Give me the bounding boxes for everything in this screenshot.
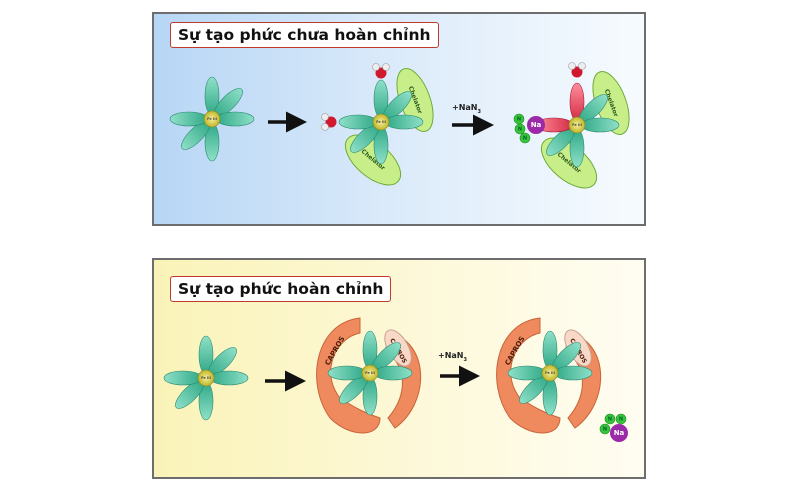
hydrogen-atom [568,62,576,70]
reagent-label: +NaN3 [438,351,468,363]
nitrogen-label: N [523,136,527,142]
nitrogen-atom [615,413,627,425]
sodium-atom [610,424,628,442]
nitrogen-label: N [517,117,521,123]
hydrogen-atom [372,63,380,71]
ligand-lobe [373,365,413,381]
nitrogen-label: N [603,427,607,433]
water-molecule [321,113,337,131]
nitrogen-atom [519,132,531,144]
ligand-lobe [163,370,203,386]
capros-shape [316,317,381,434]
ligand-lobe [327,365,367,381]
sodium-atom [527,116,545,134]
iron-center [197,369,215,387]
iron-complex: Fe III [327,330,413,416]
ligand-lobe [209,370,249,386]
ligand-lobe [384,114,424,130]
hydrogen-atom [382,63,390,71]
oxygen-atom [571,66,583,78]
iron-complex: Fe III [534,82,620,168]
ligand-lobe [169,111,209,127]
iron-label: Fe III [207,117,217,121]
ligand-lobe [215,111,255,127]
oxygen-atom [375,67,387,79]
oxygen-atom [325,116,337,128]
water-molecule [568,62,586,78]
iron-label: Fe III [365,371,375,375]
iron-label: Fe III [572,123,582,127]
nitrogen-label: N [518,127,522,133]
reagent-label: +NaN3 [452,103,482,115]
hydrogen-atom [578,62,586,70]
iron-label: Fe III [545,371,555,375]
ligand-lobe [553,365,593,381]
iron-label: Fe III [201,376,211,380]
iron-complex: Fe III [338,79,424,165]
iron-center [361,364,379,382]
hydrogen-atom [321,113,329,121]
ligand-lobe [338,114,378,130]
sodium-label: Na [614,429,625,437]
ligand-lobe [507,365,547,381]
water-molecule [372,63,390,79]
nitrogen-atom [599,423,611,435]
sodium-label: Na [531,121,542,129]
iron-center [372,113,390,131]
nitrogen-atom [514,123,526,135]
iron-center [203,110,221,128]
nitrogen-label: N [608,417,612,423]
hydrogen-atom [321,123,329,131]
iron-label: Fe III [376,120,386,124]
panel-title: Sự tạo phức hoàn chỉnh [170,276,392,302]
iron-complex: Fe III [169,76,255,162]
iron-center [568,116,586,134]
panel-title: Sự tạo phức chưa hoàn chỉnh [170,22,439,48]
capros-shape [496,317,561,434]
iron-complex: Fe III [163,335,249,421]
nitrogen-label: N [619,417,623,423]
ligand-lobe [580,117,620,133]
iron-complex: Fe III [507,330,593,416]
nitrogen-atom [604,413,616,425]
iron-center [541,364,559,382]
